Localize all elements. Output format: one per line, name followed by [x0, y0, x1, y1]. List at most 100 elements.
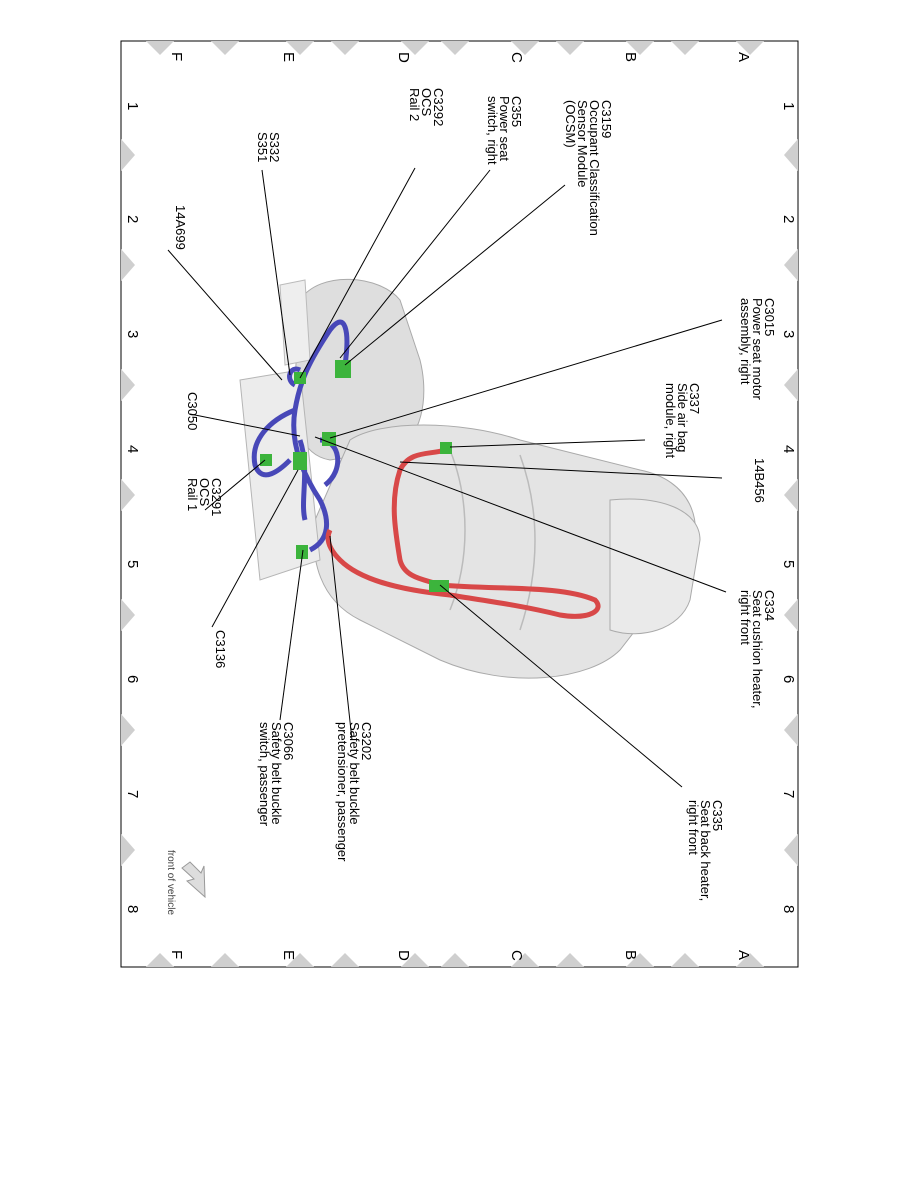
connector-c3015	[322, 432, 336, 446]
callout-line: OCS	[197, 478, 212, 507]
callout-line: 14B456	[752, 458, 767, 503]
col-label: 5	[124, 560, 141, 568]
callout-line: C3066	[281, 722, 296, 760]
border-diamond	[146, 953, 174, 967]
row-label: C	[508, 52, 525, 63]
border-diamond	[556, 953, 584, 967]
row-label: D	[395, 52, 412, 63]
border-diamond	[784, 249, 798, 281]
border-diamond	[784, 139, 798, 171]
border-diamond	[784, 479, 798, 511]
seat-cushion	[313, 424, 697, 679]
seat-track	[239, 369, 321, 581]
border-diamond	[784, 599, 798, 631]
col-label: 8	[780, 905, 797, 913]
connector-c3291	[260, 454, 272, 466]
connector-c3066	[296, 545, 308, 559]
row-label: A	[735, 950, 752, 960]
col-label: 4	[780, 445, 797, 453]
callout-line: (OCSM)	[563, 100, 578, 148]
callout-line: Rail 2	[407, 88, 422, 121]
col-label: 7	[124, 790, 141, 798]
border-diamond	[121, 249, 135, 281]
border-diamond	[441, 41, 469, 55]
front-of-vehicle-label: front of vehicle	[165, 850, 176, 915]
border-diamond	[784, 369, 798, 401]
border-diamond	[626, 953, 654, 967]
callout-line: Power seat motor	[750, 298, 765, 401]
border-diamond	[784, 834, 798, 866]
harness-red	[325, 447, 601, 619]
callout-line: C337	[687, 383, 702, 414]
callout-line: module, right	[663, 383, 678, 459]
callout-line: assembly, right	[738, 298, 753, 385]
callout-line: right front	[738, 590, 753, 645]
callout-line: S351	[255, 132, 270, 162]
callout-line: C3136	[213, 630, 228, 668]
front-of-vehicle-arrow-icon	[181, 861, 206, 899]
callout-line: Safety belt buckle	[269, 722, 284, 825]
connector-c3159	[335, 360, 351, 378]
callout-line: C3291	[209, 478, 224, 516]
border-diamond	[211, 41, 239, 55]
border-diamond	[671, 953, 699, 967]
leader-lines	[167, 167, 727, 788]
border-diamond	[121, 599, 135, 631]
border-diamond	[121, 369, 135, 401]
border-diamonds	[121, 41, 798, 967]
callout-line: Sensor Module	[575, 100, 590, 187]
callout-b14b456: 14B456	[752, 458, 767, 503]
border-diamond	[401, 41, 429, 55]
col-label: 3	[124, 330, 141, 338]
callout-line: C3202	[359, 722, 374, 760]
border-diamond	[511, 953, 539, 967]
connector-c337	[440, 442, 452, 454]
callout-line: switch, right	[485, 96, 500, 165]
col-label: 6	[780, 675, 797, 683]
callout-line: C3015	[762, 298, 777, 336]
border-diamond	[121, 834, 135, 866]
col-label: 6	[124, 675, 141, 683]
row-label: E	[280, 950, 297, 960]
callout-line: C3159	[599, 100, 614, 138]
border-diamond	[121, 714, 135, 746]
row-label: A	[735, 52, 752, 62]
col-label: 5	[780, 560, 797, 568]
border-diamond	[146, 41, 174, 55]
callout-line: Seat cushion heater,	[750, 590, 765, 709]
callout-line: Side air bag	[675, 383, 690, 452]
border-diamond	[736, 953, 764, 967]
callout-line: S332	[267, 132, 282, 162]
callout-line: C355	[509, 96, 524, 127]
row-label: E	[280, 52, 297, 62]
callout-line: C3292	[431, 88, 446, 126]
border-diamond	[441, 953, 469, 967]
callout-line: right front	[686, 800, 701, 855]
callout-line: Safety belt buckle	[347, 722, 362, 825]
border-diamond	[736, 41, 764, 55]
col-label: 2	[124, 215, 141, 223]
callout-line: C334	[762, 590, 777, 621]
col-label: 1	[124, 102, 141, 110]
border-diamond	[121, 139, 135, 171]
callout-line: OCS	[419, 88, 434, 117]
border-diamond	[671, 41, 699, 55]
border-diamond	[401, 953, 429, 967]
callout-line: 14A699	[173, 205, 188, 250]
seat-front-pad	[609, 498, 701, 635]
callout-c3050: C3050	[185, 392, 200, 430]
row-label: B	[622, 52, 639, 62]
connector-c3050	[293, 452, 307, 470]
col-label: 8	[124, 905, 141, 913]
row-label: C	[508, 950, 525, 961]
